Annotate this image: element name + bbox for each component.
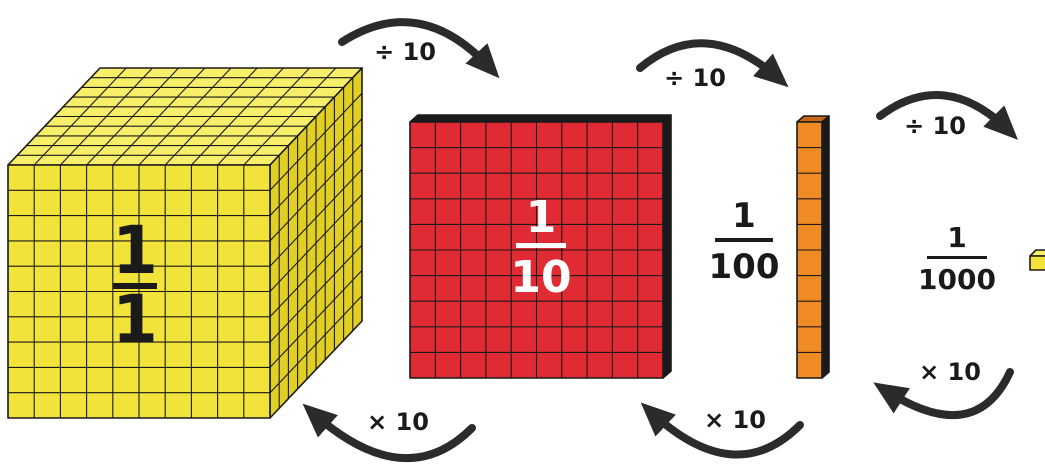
fraction-flat: 1 10 (510, 192, 571, 303)
fraction-denominator: 1000 (918, 263, 996, 296)
grid-lines (410, 114, 671, 123)
ten-rod (796, 115, 830, 379)
fraction-numerator: 1 (112, 212, 158, 289)
fraction-bar (113, 283, 157, 289)
grid-lines (410, 122, 663, 378)
fraction-numerator: 1 (947, 221, 966, 254)
divide-arrow-1: ÷ 10 (338, 18, 500, 79)
arrow-curve (640, 402, 804, 459)
divide-arrow-3: ÷ 10 (876, 91, 1018, 140)
unit-cube (1029, 249, 1045, 271)
fraction-bar (927, 256, 987, 259)
thousand-cube (7, 67, 363, 419)
divide-label: ÷ 10 (374, 38, 436, 66)
arrow-curve (636, 39, 789, 88)
fraction-bar (516, 243, 566, 248)
fraction-unit: 1 1000 (918, 221, 996, 296)
multiply-arrow-3: × 10 (873, 358, 1014, 420)
grid-lines (17, 67, 353, 166)
divide-label: ÷ 10 (904, 112, 966, 140)
grid-lines (821, 116, 830, 378)
arrow-curve (873, 368, 1014, 420)
divide-arrow-2: ÷ 10 (636, 39, 789, 92)
fraction-denominator: 10 (510, 252, 571, 303)
arrow-curve (338, 18, 500, 79)
grid-lines (8, 165, 270, 418)
multiply-label: × 10 (367, 408, 429, 436)
multiply-label: × 10 (919, 358, 981, 386)
multiply-arrow-2: × 10 (640, 402, 804, 459)
multiply-label: × 10 (704, 406, 766, 434)
fraction-rod: 1 100 (709, 196, 780, 287)
grid-lines (269, 77, 363, 409)
fraction-cube: 1 1 (112, 212, 158, 358)
fraction-bar (715, 238, 773, 242)
fraction-denominator: 100 (709, 247, 780, 287)
unit-front-face (1029, 255, 1045, 271)
fraction-numerator: 1 (732, 196, 756, 236)
multiply-arrow-1: × 10 (302, 403, 476, 463)
arrow-curve (876, 91, 1018, 140)
fraction-denominator: 1 (112, 281, 158, 358)
arrow-curve (302, 403, 476, 463)
grid-lines (662, 115, 672, 378)
divide-label: ÷ 10 (664, 64, 726, 92)
unit-top-face (1029, 249, 1045, 257)
hundred-flat (409, 114, 672, 379)
fraction-numerator: 1 (526, 192, 557, 243)
rod-segments (797, 147, 822, 353)
